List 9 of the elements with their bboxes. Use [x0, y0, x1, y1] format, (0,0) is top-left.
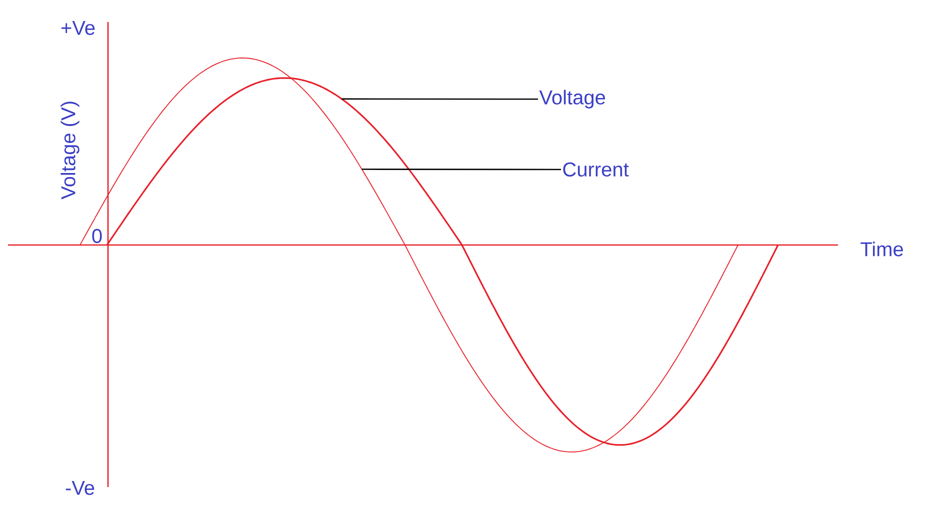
- sine-curve: [80, 58, 738, 452]
- axis-label: -Ve: [66, 481, 94, 495]
- axis-title: Voltage (V): [60, 102, 80, 200]
- leader-line: [362, 168, 561, 170]
- sine-curve: [106, 77, 779, 446]
- axis-label: +Ve: [61, 21, 95, 35]
- axis-label: Time: [860, 242, 903, 256]
- leader-line: [342, 98, 538, 100]
- origin-label: 0: [92, 228, 102, 244]
